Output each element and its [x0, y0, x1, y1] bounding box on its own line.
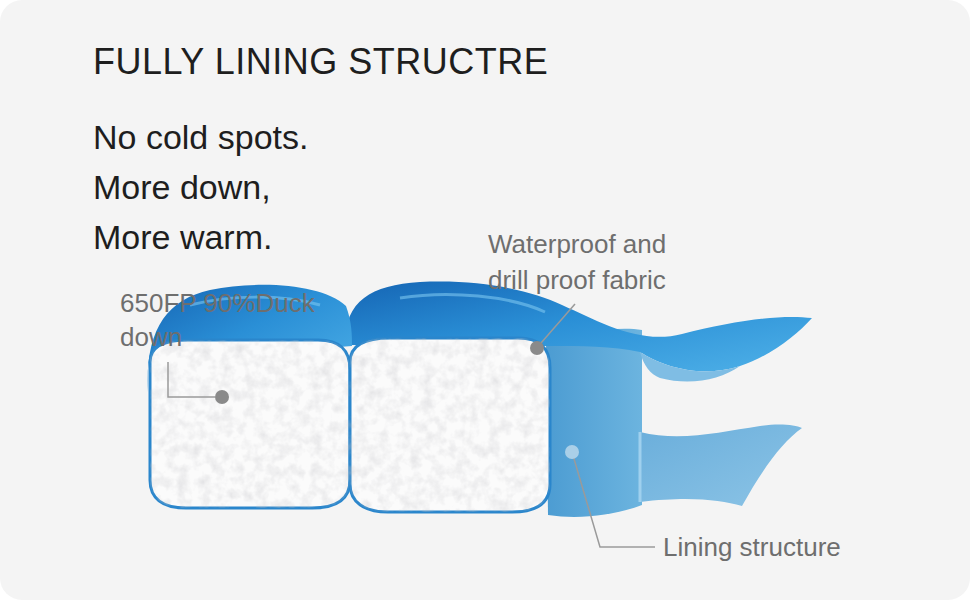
lining-side-face — [546, 329, 642, 517]
tagline: No cold spots. More down, More warm. — [93, 112, 333, 262]
leader-line — [572, 452, 655, 547]
leader-line — [541, 304, 575, 343]
leader-line — [168, 362, 215, 397]
down-texture — [148, 336, 553, 516]
fabric-sheen — [400, 294, 545, 312]
lining-label: Lining structure — [663, 532, 841, 562]
leader-dot — [565, 445, 579, 459]
diagram-title: FULLY LINING STRUCTRE — [93, 40, 548, 84]
lining-seam — [639, 432, 642, 502]
leader-dot — [530, 341, 544, 355]
leader-dot — [215, 390, 229, 404]
lining-flap — [640, 425, 802, 506]
fill-label: 650FP 90%Duck down — [120, 286, 324, 354]
fabric-label: Waterproof and drill proof fabric — [488, 226, 698, 298]
outer-fabric-underside — [640, 352, 740, 382]
